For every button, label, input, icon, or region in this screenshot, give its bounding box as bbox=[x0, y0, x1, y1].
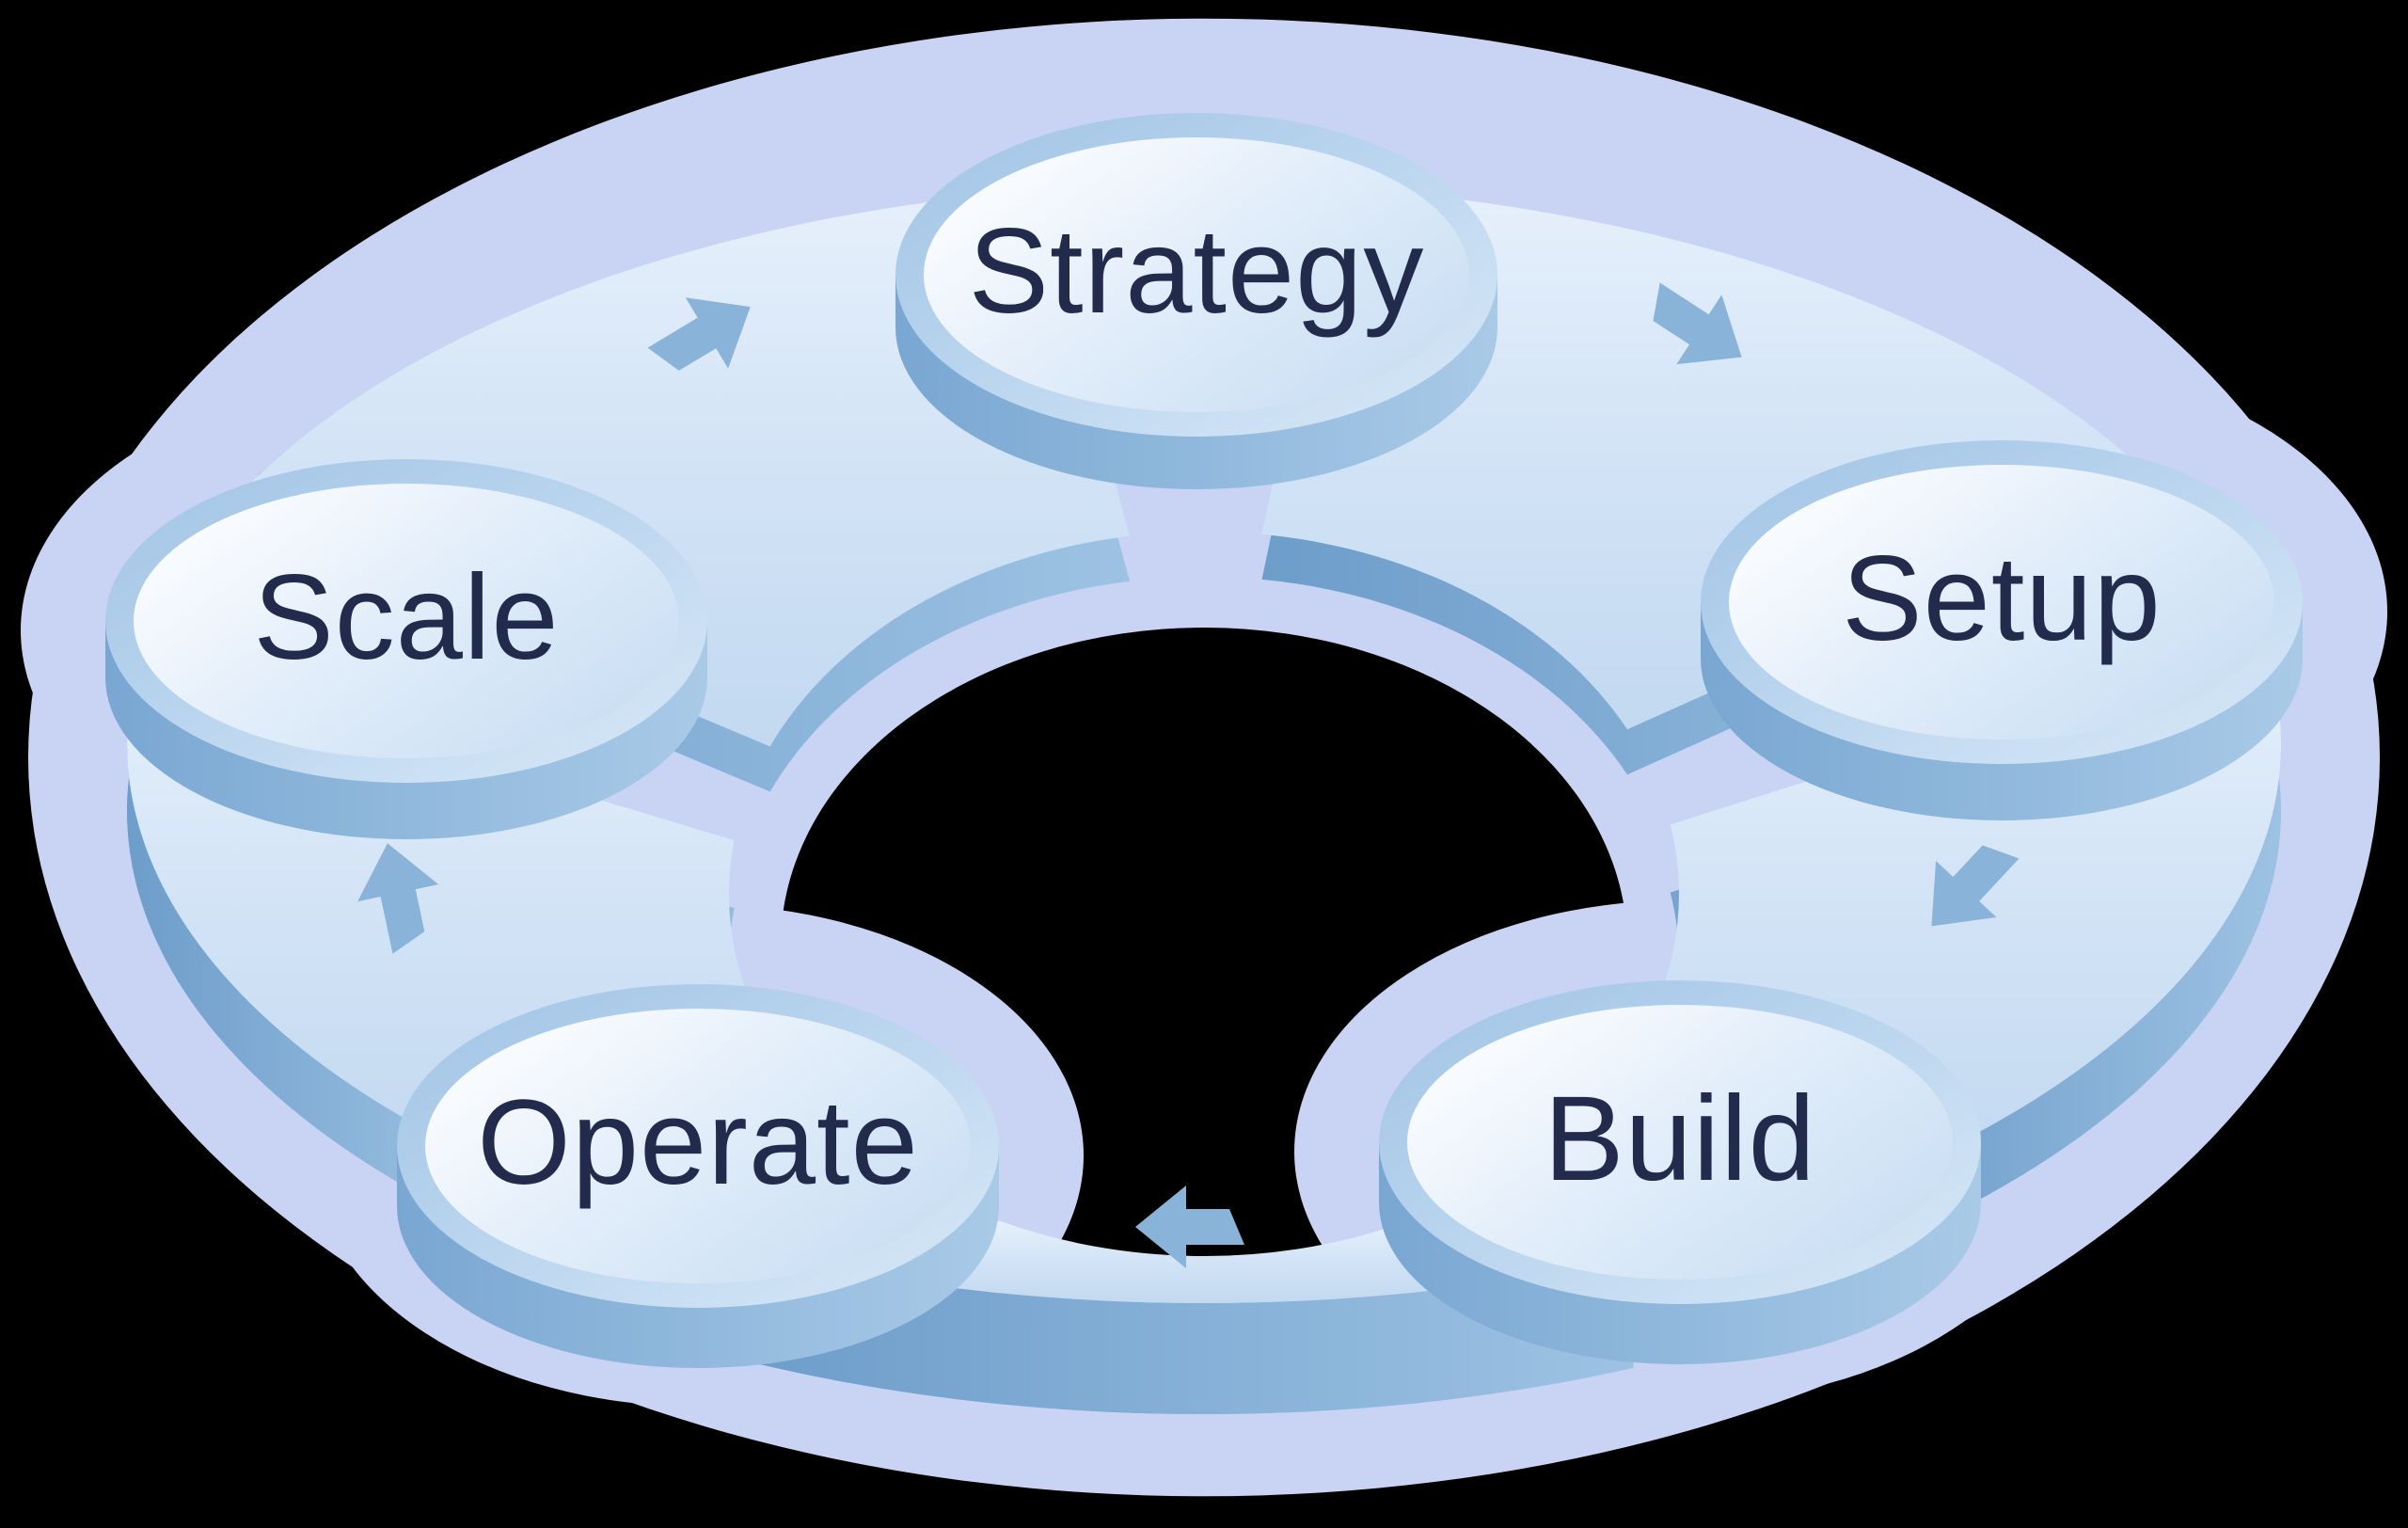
flow-arrow-strategy-setup bbox=[1653, 282, 1742, 365]
flow-arrow-scale-strategy bbox=[647, 297, 751, 371]
stage-node-strategy-face bbox=[924, 137, 1469, 412]
stage-label-build: Build bbox=[1544, 1072, 1816, 1206]
stage-node-operate: Operate bbox=[397, 984, 999, 1368]
stage-node-strategy: Strategy bbox=[895, 113, 1497, 489]
stage-label-strategy: Strategy bbox=[969, 204, 1425, 339]
stage-node-setup: Setup bbox=[1701, 440, 2303, 820]
stage-node-build: Build bbox=[1379, 980, 1981, 1364]
stage-node-setup-face bbox=[1729, 465, 2274, 740]
flow-arrow-setup-build bbox=[1931, 845, 2020, 927]
flow-arrow-build-operate bbox=[1135, 1186, 1244, 1268]
stage-label-operate: Operate bbox=[477, 1075, 919, 1210]
stage-node-build-face bbox=[1407, 1005, 1953, 1280]
stage-node-operate-face bbox=[425, 1009, 971, 1283]
stage-node-scale-face bbox=[134, 484, 679, 758]
stage-node-scale: Scale bbox=[105, 459, 707, 839]
stage-label-scale: Scale bbox=[253, 550, 559, 685]
flow-arrow-operate-scale bbox=[357, 843, 439, 954]
stage-label-setup: Setup bbox=[1842, 532, 2162, 666]
ring-segment-build-operate-rim-wall bbox=[740, 1249, 1634, 1414]
